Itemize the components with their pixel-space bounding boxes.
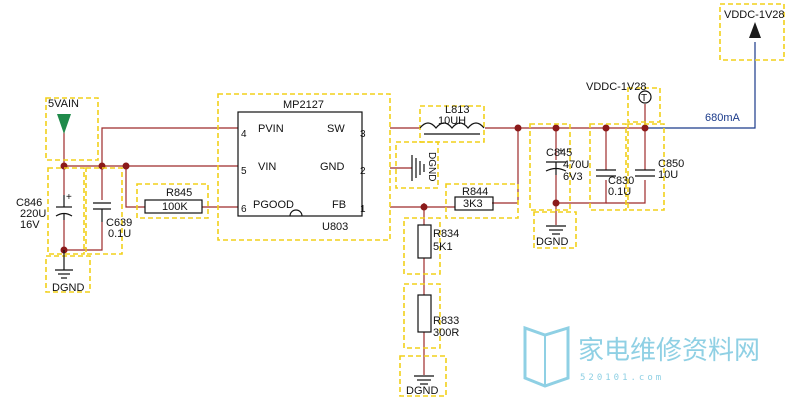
ground-label: DGND [426, 152, 437, 181]
input-net-label: 5VAIN [48, 98, 79, 110]
junction-dot [552, 199, 560, 207]
resistor-r845[interactable]: R845 100K [136, 183, 209, 219]
ground-bottom[interactable]: DGND [399, 355, 447, 397]
pin-number: 4 [241, 129, 247, 140]
ic-u803[interactable]: MP2127 U803 4 PVIN 5 VIN 6 PGOOD 3 SW 2 … [217, 93, 391, 241]
book-logo-icon [523, 325, 570, 388]
pin-number: 6 [241, 204, 247, 215]
pin-name-pgood: PGOOD [253, 199, 294, 211]
ic-reference: U803 [322, 221, 348, 233]
polarity-plus-icon: + [558, 146, 564, 157]
capacitor-c846[interactable]: + C846 220U 16V [16, 167, 85, 255]
c846-value: 220U [20, 208, 46, 220]
c846-rating: 16V [20, 219, 40, 231]
r844-ref: R844 [462, 186, 488, 198]
wires [63, 42, 756, 375]
pin-number: 1 [360, 204, 366, 215]
watermark-url: 520101.com [580, 373, 664, 383]
capacitor-c845[interactable]: + C845 470U 6V3 [529, 123, 589, 211]
ground-label: DGND [52, 282, 84, 294]
power-arrow-icon [749, 22, 761, 38]
resistor-r833[interactable]: R833 300R [403, 283, 459, 349]
junction-dot [420, 203, 428, 211]
pin-name-sw: SW [327, 123, 345, 135]
ic-notch [289, 209, 303, 217]
input-net-5vain[interactable]: 5VAIN [45, 97, 99, 161]
c845-value: 470U [563, 159, 589, 171]
r844-value: 3K3 [463, 198, 483, 210]
junction-dot [514, 124, 522, 132]
r833-ref: R833 [433, 315, 459, 327]
r834-value: 5K1 [433, 241, 453, 253]
junction-dot [641, 124, 649, 132]
c850-ref: C850 [658, 158, 684, 170]
load-current-label: 680mA [705, 112, 741, 124]
watermark-text: 家电维修资料网 [578, 336, 760, 366]
l813-ref: L813 [445, 104, 469, 116]
ground-ic[interactable]: DGND [395, 141, 439, 189]
ground-label: DGND [536, 236, 568, 248]
c639-ref: C639 [106, 217, 132, 229]
power-arrow-icon [57, 114, 71, 134]
test-point-label: T [641, 93, 647, 104]
capacitor-c850[interactable]: C850 10U [627, 123, 684, 211]
pin-name-fb: FB [332, 199, 346, 211]
c639-value: 0.1U [108, 228, 131, 240]
ground-right[interactable]: DGND [533, 211, 577, 249]
r833-value: 300R [433, 327, 459, 339]
polarity-plus-icon: + [66, 192, 72, 203]
r845-value: 100K [162, 201, 188, 213]
c850-value: 10U [658, 169, 678, 181]
pin-name-pvin: PVIN [258, 123, 284, 135]
ground-label: DGND [406, 385, 438, 397]
junction-dot [552, 124, 560, 132]
pin-number: 2 [360, 166, 366, 177]
pin-number: 5 [241, 166, 247, 177]
r834-ref: R834 [433, 228, 459, 240]
output-net-top-label: VDDC-1V28 [724, 9, 785, 21]
pin-name-vin: VIN [258, 161, 276, 173]
junction-dot [122, 162, 130, 170]
test-point[interactable]: VDDC-1V28 T [586, 81, 661, 123]
c830-value: 0.1U [608, 186, 631, 198]
c845-ref: C845 [546, 147, 572, 159]
junctions [60, 124, 649, 254]
resistor-r834[interactable]: R834 5K1 [403, 217, 459, 275]
capacitor-c639[interactable]: C639 0.1U [85, 167, 132, 255]
c845-rating: 6V3 [563, 171, 583, 183]
c846-ref: C846 [16, 197, 42, 209]
pin-number: 3 [360, 129, 366, 140]
pin-name-gnd: GND [320, 161, 345, 173]
inductor-l813[interactable]: L813 10UH [419, 104, 485, 143]
output-net-label: VDDC-1V28 [586, 81, 647, 93]
junction-dot [602, 124, 610, 132]
ic-part-number: MP2127 [283, 99, 324, 111]
ground-left[interactable]: DGND [45, 250, 91, 294]
resistor-r844[interactable]: R844 3K3 [445, 183, 519, 219]
l813-value: 10UH [438, 115, 466, 127]
watermark: 家电维修资料网 520101.com [523, 325, 760, 388]
r845-ref: R845 [166, 187, 192, 199]
output-net-vddc[interactable]: VDDC-1V28 [719, 3, 785, 61]
